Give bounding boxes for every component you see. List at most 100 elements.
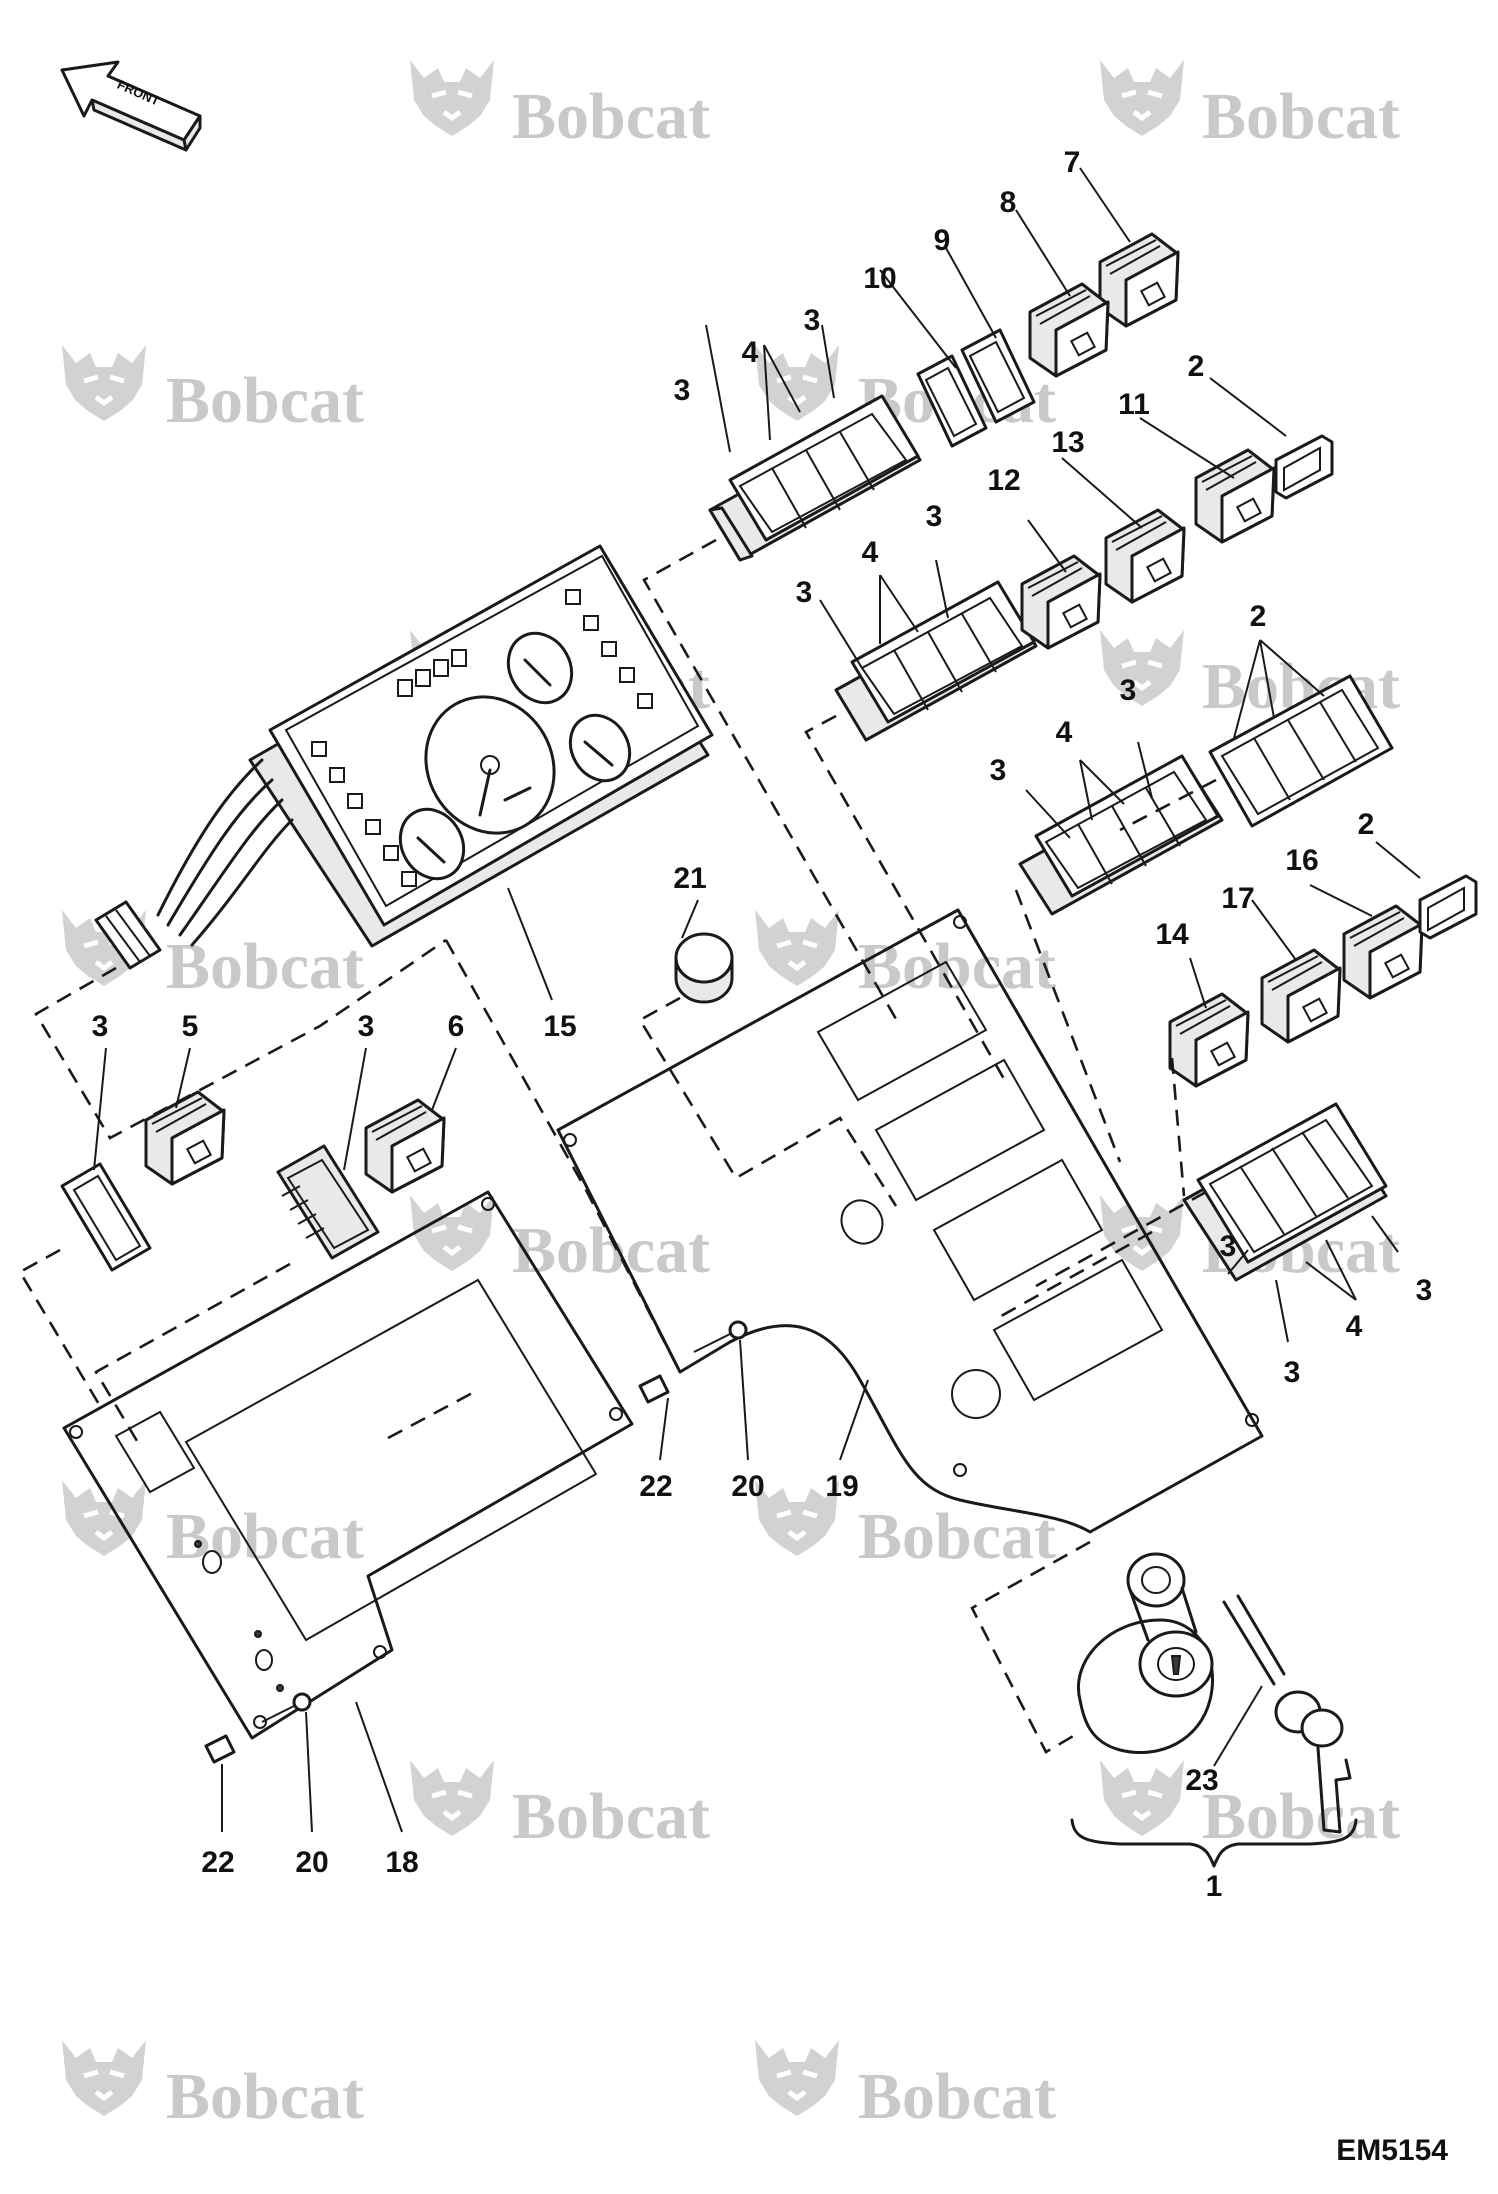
callout-3: 3: [796, 576, 813, 609]
watermark: Bobcat: [62, 2040, 364, 2133]
watermark-text: Bobcat: [858, 1500, 1056, 1573]
connector-housing-center: [276, 1144, 380, 1260]
rocker-switch-16: [1342, 904, 1424, 1000]
bobcat-logo-icon: [1100, 60, 1184, 136]
callout-13: 13: [1051, 426, 1084, 459]
watermark-text: Bobcat: [512, 80, 710, 153]
callout-1: 1: [1206, 1870, 1223, 1903]
callout-3: 3: [358, 1010, 375, 1043]
wire-harness: [94, 758, 294, 970]
rocker-switch-14: [1168, 992, 1250, 1088]
callout-11: 11: [1118, 388, 1150, 421]
connector-housing-left: [60, 1162, 152, 1272]
switch-housing-lower-right: [1182, 1102, 1388, 1282]
callout-23: 23: [1185, 1764, 1218, 1797]
watermark: Bobcat: [62, 345, 364, 437]
callout-2: 2: [1358, 808, 1375, 841]
rocker-switch-13: [1104, 508, 1186, 604]
bobcat-logo-icon: [410, 1195, 494, 1271]
callout-5: 5: [182, 1010, 199, 1043]
switch-cutouts: [816, 960, 1164, 1402]
bobcat-logo-icon: [62, 2040, 146, 2116]
rocker-switch-7: [1098, 232, 1180, 328]
indicator-lens-10: [916, 354, 988, 448]
callout-3: 3: [1120, 674, 1137, 707]
bobcat-logo-icon: [1100, 1760, 1184, 1836]
watermark-text: Bobcat: [166, 930, 364, 1003]
ignition-key-23: [1222, 1594, 1352, 1834]
watermark: Bobcat: [410, 1195, 710, 1287]
assembly-lines: [18, 538, 1217, 1754]
bobcat-logo-icon: [410, 60, 494, 136]
watermark: Bobcat: [755, 910, 1056, 1003]
watermark: Bobcat: [755, 2040, 1056, 2133]
callout-2: 2: [1188, 350, 1205, 383]
nut-22-left: [204, 1734, 236, 1764]
watermark: Bobcat: [62, 1480, 364, 1573]
switch-housing-right-2: [1208, 674, 1394, 828]
callout-22: 22: [201, 1846, 234, 1879]
lower-panel: [62, 1190, 634, 1740]
watermark-text: Bobcat: [858, 930, 1056, 1003]
blank-plug-2-upper: [1274, 434, 1334, 500]
watermark: Bobcat: [62, 910, 364, 1003]
bobcat-logo-icon: [1100, 1195, 1184, 1271]
rocker-switch-6: [364, 1098, 446, 1194]
screw-20-right: [693, 1320, 748, 1353]
callout-12: 12: [987, 464, 1020, 497]
callout-3: 3: [990, 754, 1007, 787]
callouts: 1 2 2 2 3 3 3 3 3 3 3 3 3 3 3 4 4 4 4 5 …: [92, 146, 1433, 1903]
knob-21: [674, 932, 734, 1004]
ignition-switch: [1077, 1552, 1215, 1755]
callout-8: 8: [1000, 186, 1017, 219]
rocker-switch-11: [1194, 448, 1276, 544]
callout-3: 3: [926, 500, 943, 533]
callout-15: 15: [543, 1010, 576, 1043]
callout-3: 3: [1284, 1356, 1301, 1389]
watermark: Bobcat: [410, 1760, 710, 1853]
watermark: Bobcat: [1100, 1760, 1400, 1853]
indicator-lens-9: [960, 328, 1036, 424]
callout-20: 20: [731, 1470, 764, 1503]
watermark-text: Bobcat: [166, 364, 364, 437]
rocker-switch-17: [1260, 948, 1342, 1044]
assembly-bracket: [1070, 1818, 1358, 1868]
switch-housing-right-1: [1018, 754, 1224, 916]
watermark-text: Bobcat: [512, 1780, 710, 1853]
callout-3: 3: [92, 1010, 109, 1043]
front-direction-arrow-icon: FRONT: [60, 60, 202, 152]
callout-20: 20: [295, 1846, 328, 1879]
callout-21: 21: [673, 862, 706, 895]
watermark-text: Bobcat: [166, 2060, 364, 2133]
callout-4: 4: [742, 336, 759, 369]
switch-housing-middle: [834, 580, 1038, 742]
callout-4: 4: [862, 536, 879, 569]
watermark: Bobcat: [755, 1480, 1056, 1573]
watermark: Bobcat: [410, 60, 710, 153]
watermark: Bobcat: [1100, 60, 1400, 153]
callout-4: 4: [1056, 716, 1073, 749]
bobcat-logo-icon: [62, 345, 146, 421]
rocker-switch-5: [144, 1090, 226, 1186]
leader-lines: [93, 167, 1421, 1833]
callout-17: 17: [1221, 882, 1254, 915]
callout-3: 3: [804, 304, 821, 337]
instrument-cluster: [94, 544, 714, 970]
bobcat-logo-icon: [755, 2040, 839, 2116]
switch-housing-upper: [708, 394, 922, 562]
bobcat-logo-icon: [410, 1760, 494, 1836]
watermark-text: Bobcat: [166, 1500, 364, 1573]
bobcat-logo-icon: [1100, 630, 1184, 706]
watermark-text: Bobcat: [1202, 80, 1400, 153]
callout-16: 16: [1285, 844, 1318, 877]
switch-panel-plate: [556, 908, 1264, 1534]
blank-plug-2-right: [1418, 874, 1478, 940]
callout-2: 2: [1250, 600, 1267, 633]
watermark-text: Bobcat: [858, 2060, 1056, 2133]
indicator-lights: [311, 589, 653, 887]
callout-19: 19: [825, 1470, 858, 1503]
watermark-text: Bobcat: [512, 1214, 710, 1287]
rocker-switch-8: [1028, 282, 1110, 378]
